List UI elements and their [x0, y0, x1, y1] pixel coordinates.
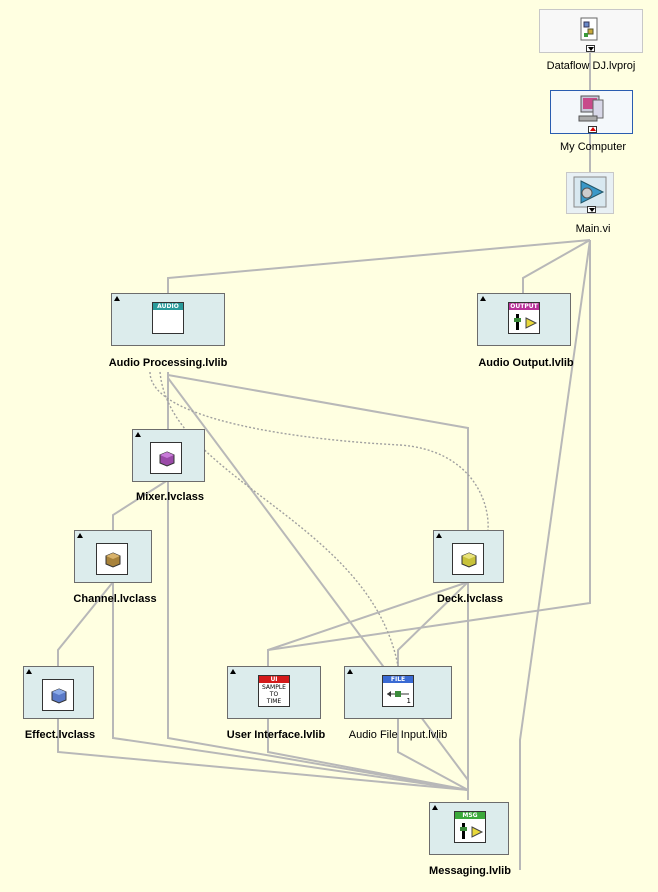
- project-file-icon: [578, 16, 602, 44]
- expand-arrow-icon[interactable]: [586, 45, 595, 52]
- audio-output-lib-node[interactable]: OUTPUT: [477, 293, 571, 346]
- lib-banner: AUDIO: [153, 303, 183, 310]
- effect-class-label: Effect.lvclass: [24, 729, 96, 741]
- collapse-arrow-icon[interactable]: [588, 126, 597, 133]
- project-label: Dataflow DJ.lvproj: [546, 60, 636, 72]
- deck-class-label: Deck.lvclass: [436, 593, 504, 605]
- collapse-triangle-icon[interactable]: [436, 533, 442, 538]
- msg-lib-icon: MSG: [454, 811, 486, 843]
- vi-play-icon: [573, 176, 607, 208]
- mixer-class-node[interactable]: [132, 429, 205, 482]
- messaging-lib-node[interactable]: MSG: [429, 802, 509, 855]
- audio-output-lib-label: Audio Output.lvlib: [478, 357, 574, 369]
- target-label: My Computer: [559, 141, 627, 153]
- output-lib-icon: OUTPUT: [508, 302, 540, 334]
- target-node[interactable]: [550, 90, 633, 134]
- lib-banner: FILE: [383, 676, 413, 683]
- collapse-triangle-icon[interactable]: [77, 533, 83, 538]
- collapse-triangle-icon[interactable]: [114, 296, 120, 301]
- file-icon-index: 1: [406, 697, 411, 705]
- audio-file-input-lib-label: Audio File Input.lvlib: [348, 729, 448, 741]
- mixer-class-icon: [150, 442, 182, 474]
- user-interface-lib-node[interactable]: UI SAMPLE TO TIME: [227, 666, 321, 719]
- lib-banner: UI: [259, 676, 289, 683]
- dependency-edges: [57, 52, 591, 870]
- main-vi-label: Main.vi: [575, 223, 611, 235]
- dotted-dependency-edges: [149, 371, 489, 667]
- audio-file-input-lib-node[interactable]: FILE 1: [344, 666, 452, 719]
- computer-icon: [577, 94, 607, 126]
- collapse-triangle-icon[interactable]: [480, 296, 486, 301]
- collapse-triangle-icon[interactable]: [26, 669, 32, 674]
- ui-lib-icon: UI SAMPLE TO TIME: [258, 675, 290, 707]
- channel-class-label: Channel.lvclass: [73, 593, 157, 605]
- effect-class-node[interactable]: [23, 666, 94, 719]
- audio-processing-lib-label: Audio Processing.lvlib: [108, 357, 228, 369]
- deck-class-icon: [452, 543, 484, 575]
- deck-class-node[interactable]: [433, 530, 504, 583]
- project-node[interactable]: [539, 9, 643, 53]
- effect-class-icon: [42, 679, 74, 711]
- lib-banner: OUTPUT: [509, 303, 539, 310]
- messaging-lib-label: Messaging.lvlib: [429, 865, 511, 877]
- collapse-triangle-icon[interactable]: [135, 432, 141, 437]
- audio-processing-lib-node[interactable]: AUDIO: [111, 293, 225, 346]
- audio-lib-icon: AUDIO: [152, 302, 184, 334]
- file-lib-icon: FILE 1: [382, 675, 414, 707]
- ui-icon-text: SAMPLE TO TIME: [262, 684, 286, 705]
- user-interface-lib-label: User Interface.lvlib: [226, 729, 326, 741]
- lib-banner: MSG: [455, 812, 485, 819]
- main-vi-node[interactable]: [566, 172, 614, 214]
- collapse-triangle-icon[interactable]: [347, 669, 353, 674]
- mixer-class-label: Mixer.lvclass: [136, 491, 204, 503]
- channel-class-icon: [96, 543, 128, 575]
- collapse-triangle-icon[interactable]: [432, 805, 438, 810]
- collapse-triangle-icon[interactable]: [230, 669, 236, 674]
- channel-class-node[interactable]: [74, 530, 152, 583]
- expand-arrow-icon[interactable]: [587, 206, 596, 213]
